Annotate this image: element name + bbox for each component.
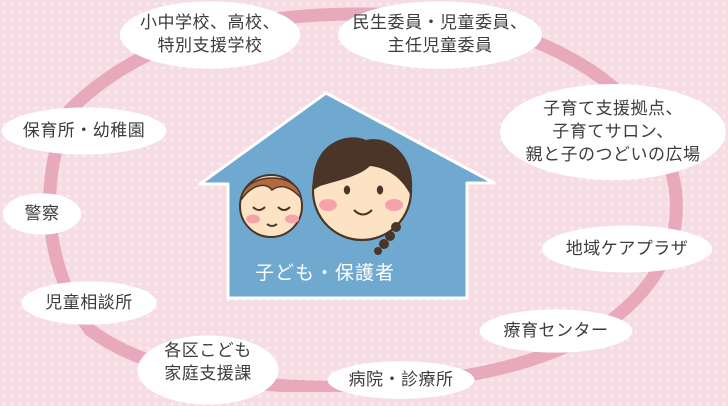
node-line: 主任児童委員 bbox=[387, 36, 493, 56]
node-childcare-support-centers: 子育て支援拠点、子育てサロン、親と子のつどいの広場 bbox=[498, 82, 728, 182]
node-line: 小中学校、高校、 bbox=[140, 13, 280, 33]
node-line: 児童相談所 bbox=[45, 292, 133, 313]
node-child-guidance-center: 児童相談所 bbox=[20, 280, 158, 326]
node-line: 家庭支援課 bbox=[164, 364, 252, 384]
node-line: 保育所・幼稚園 bbox=[22, 120, 146, 141]
family-house: 子ども・保護者 bbox=[198, 91, 496, 300]
node-line: 病院・診療所 bbox=[348, 369, 454, 390]
node-line: 各区こども bbox=[164, 341, 252, 361]
node-line: 特別支援学校 bbox=[157, 36, 263, 56]
hair-braid-icon bbox=[374, 222, 401, 255]
node-welfare-commissioners: 民生委員・児童委員、主任児童委員 bbox=[336, 0, 544, 70]
node-line: 子育てサロン、 bbox=[552, 121, 674, 142]
node-line: 民生委員・児童委員、 bbox=[352, 13, 528, 33]
node-nursery-kindergarten: 保育所・幼稚園 bbox=[0, 106, 168, 156]
node-community-care-plaza: 地域ケアプラザ bbox=[540, 224, 714, 274]
child-face-icon bbox=[239, 174, 303, 238]
node-line: 療育センター bbox=[503, 320, 609, 341]
node-line: 地域ケアプラザ bbox=[565, 238, 689, 259]
node-line: 警察 bbox=[24, 203, 60, 224]
node-schools: 小中学校、高校、特別支援学校 bbox=[118, 0, 302, 70]
center-label: 子ども・保護者 bbox=[255, 262, 395, 284]
node-line: 親と子のつどいの広場 bbox=[525, 144, 701, 165]
node-rehabilitation-center: 療育センター bbox=[478, 308, 634, 354]
node-police: 警察 bbox=[2, 192, 82, 236]
node-hospitals-clinics: 病院・診療所 bbox=[326, 360, 476, 400]
node-line: 子育て支援拠点、 bbox=[543, 98, 683, 119]
node-ward-family-support: 各区こども家庭支援課 bbox=[136, 334, 280, 406]
parent-face-icon bbox=[311, 137, 413, 242]
